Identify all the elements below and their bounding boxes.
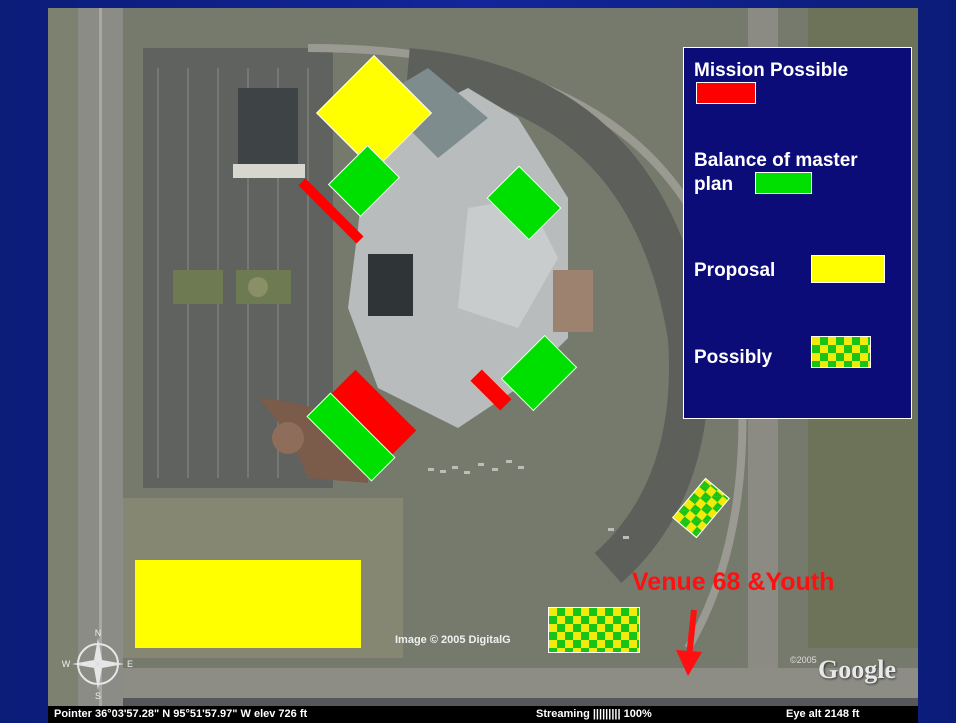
legend-possibly-swatch bbox=[811, 336, 871, 368]
eye-altitude: Eye alt 2148 ft bbox=[786, 708, 860, 720]
imagery-copyright: Image © 2005 DigitalG bbox=[395, 634, 511, 646]
streaming-status: Streaming ||||||||| 100% bbox=[536, 708, 652, 720]
map-status-bar: Pointer 36°03'57.28" N 95°51'57.97" W el… bbox=[48, 706, 918, 723]
legend-balance-swatch bbox=[755, 172, 812, 194]
pointer-coordinates: Pointer 36°03'57.28" N 95°51'57.97" W el… bbox=[54, 708, 308, 720]
compass-icon[interactable]: N S W E bbox=[62, 628, 134, 700]
legend-possibly-label: Possibly bbox=[694, 347, 773, 368]
legend-mission-possible-label: Mission Possible bbox=[694, 60, 849, 81]
proposal-overlay-bottom bbox=[135, 560, 361, 648]
google-logo: Google bbox=[818, 655, 896, 684]
legend-proposal-label: Proposal bbox=[694, 260, 776, 281]
legend-proposal-swatch bbox=[811, 255, 885, 283]
compass-north-label: N bbox=[95, 628, 102, 638]
map-legend: Mission Possible Balance of master plan … bbox=[683, 47, 912, 419]
compass-east-label: E bbox=[127, 659, 133, 669]
compass-west-label: W bbox=[62, 659, 71, 669]
legend-balance-label-line2: plan bbox=[694, 174, 734, 195]
compass-south-label: S bbox=[95, 691, 101, 700]
arrow-down-icon bbox=[676, 609, 702, 676]
venue-annotation: Venue 68 &Youth bbox=[632, 568, 835, 596]
legend-balance-label-line1: Balance of master bbox=[694, 150, 858, 171]
google-copyright-year: ©2005 bbox=[790, 655, 817, 665]
possibly-overlay-south bbox=[548, 607, 640, 653]
legend-mission-possible-swatch bbox=[696, 82, 756, 104]
